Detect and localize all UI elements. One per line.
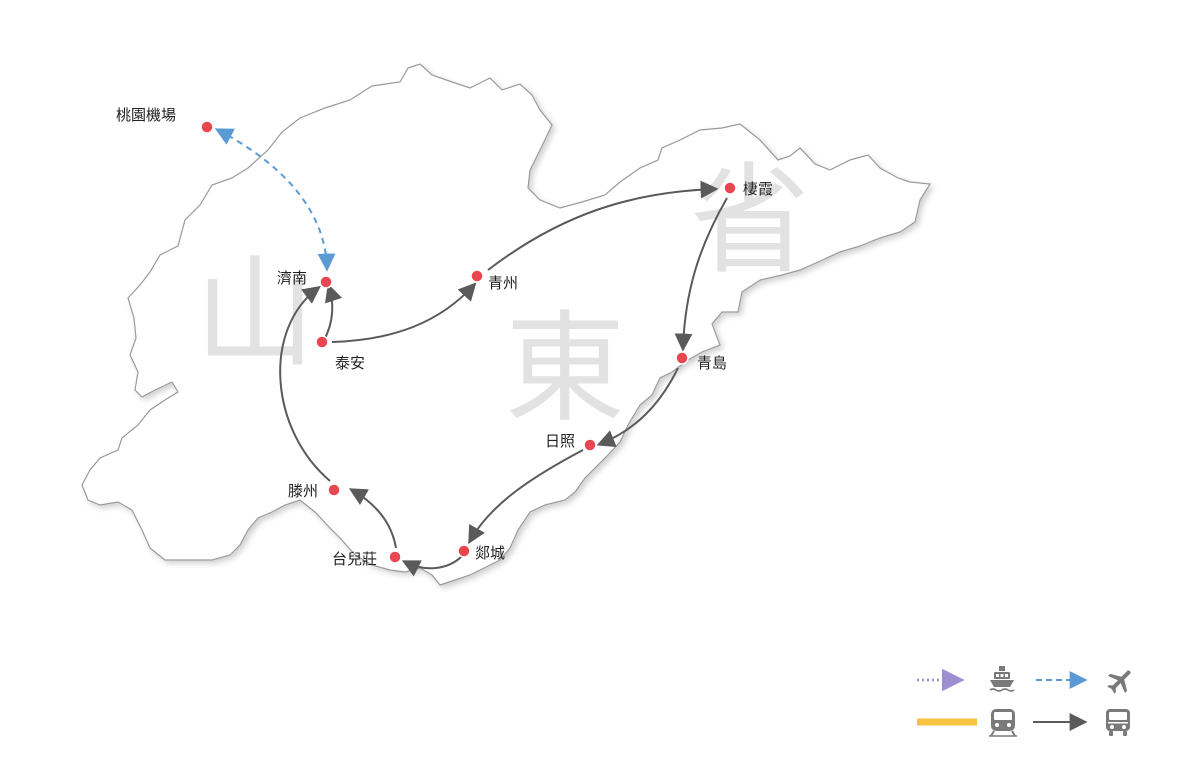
city-dot-jinan[interactable] [319, 275, 333, 289]
route-bus-jinan-taian [323, 283, 343, 341]
route-bus-qingzhou-qixia [487, 180, 719, 271]
city-label-qingzhou: 青州 [488, 274, 518, 292]
city-dots [200, 120, 737, 564]
route-bus-rizhao-tancheng [468, 449, 584, 545]
city-label-jinan: 濟南 [277, 269, 307, 287]
city-label-taierzhuang: 台兒莊 [332, 550, 377, 568]
city-label-qixia: 棲霞 [743, 180, 773, 198]
city-dot-tengzhou[interactable] [327, 483, 341, 497]
city-dot-taian[interactable] [315, 335, 329, 349]
route-bus-qixia-qingdao [674, 197, 728, 352]
route-bus-taian-qingzhou [331, 282, 477, 343]
city-dot-tancheng[interactable] [457, 544, 471, 558]
airplane-icon [1107, 670, 1131, 694]
route-bus-tancheng-taierzhuang [401, 555, 463, 577]
region-char-dong: 東 [505, 300, 625, 439]
city-dot-qixia[interactable] [723, 181, 737, 195]
legend-flight [1036, 670, 1131, 694]
legend-bus [1033, 709, 1130, 736]
city-dot-taoyuan[interactable] [200, 120, 214, 134]
city-label-rizhao: 日照 [545, 432, 575, 450]
route-flight-taoyuan-jinan [214, 128, 336, 272]
city-label-tengzhou: 滕州 [288, 482, 318, 500]
region-char-shan: 山 [195, 245, 315, 384]
route-bus-tengzhou-jinan [279, 285, 331, 482]
legend-ship [917, 666, 1015, 692]
bus-icon [1106, 709, 1130, 736]
city-label-taoyuan: 桃園機場 [116, 106, 176, 124]
legend [917, 666, 1131, 737]
city-dot-qingdao[interactable] [675, 351, 689, 365]
route-bus-taierzhuang-tengzhou [348, 488, 397, 549]
city-label-tancheng: 郯城 [475, 544, 505, 562]
city-label-taian: 泰安 [335, 354, 365, 372]
region-char-sheng: 省 [690, 152, 810, 291]
city-dot-qingzhou[interactable] [470, 269, 484, 283]
city-label-qingdao: 青島 [697, 354, 727, 372]
ship-icon [989, 666, 1015, 692]
city-dot-rizhao[interactable] [583, 438, 597, 452]
city-labels: 桃園機場 濟南 泰安 青州 棲霞 青島 日照 郯城 台兒莊 滕州 [116, 106, 773, 568]
city-dot-taierzhuang[interactable] [388, 550, 402, 564]
train-icon [989, 709, 1017, 737]
legend-train [917, 709, 1017, 737]
route-bus-qingdao-rizhao [596, 367, 679, 448]
routes [214, 128, 728, 577]
